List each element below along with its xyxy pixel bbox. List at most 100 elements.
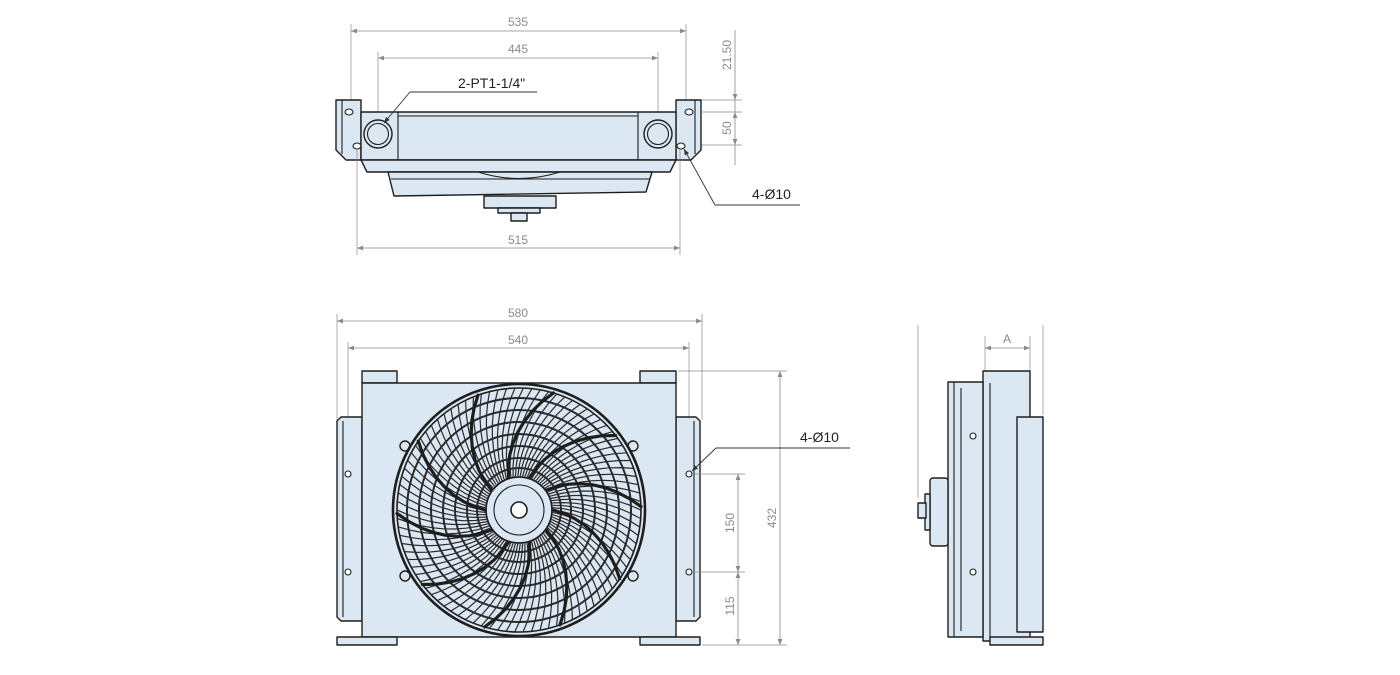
side-view: A: [917, 325, 1044, 646]
mounting-hole: [352, 142, 362, 150]
fan-blade: [483, 540, 532, 629]
fan-grill-ring: [406, 397, 632, 623]
bottom-foot-right: [639, 636, 701, 646]
dim-label-hole-to-base: 115: [723, 596, 737, 615]
fan-grill-wire: [443, 413, 491, 493]
fan-grill-wire: [551, 498, 641, 520]
dim-label-overall-height: 432: [765, 508, 779, 528]
fan-grill-ring: [418, 409, 620, 611]
fan-grill-wire: [552, 509, 635, 553]
fan-blade: [469, 393, 494, 492]
front-view: 580 540 432: [336, 306, 850, 646]
fan-hub-center: [510, 501, 528, 519]
fan-grill-wire: [552, 501, 641, 528]
side-hole: [969, 568, 977, 576]
inlet-port: [363, 119, 393, 149]
fan-blade: [420, 540, 511, 587]
side-hole: [969, 432, 977, 440]
dim-label-port-spacing: 445: [508, 42, 528, 56]
port-callout-leader: [383, 91, 411, 124]
fan-grill-wire: [491, 389, 503, 481]
mounting-hole: [344, 470, 352, 478]
fan-mount-tab: [399, 570, 411, 582]
fan-grill-wire: [539, 444, 623, 484]
fan-shroud: [387, 171, 653, 197]
fan-grill-wire: [531, 540, 542, 632]
fan-grill-wire: [450, 542, 512, 612]
fan-grill-wire: [528, 413, 595, 478]
bottom-foot-side: [989, 636, 1044, 646]
fan-grill-wire: [415, 536, 499, 576]
dim-label-height: 50: [720, 121, 734, 135]
dim-label-hole-spacing-x: 540: [508, 333, 528, 347]
fan-grill-wire: [397, 500, 487, 522]
fan-blade: [395, 511, 494, 538]
fan-grill-wire: [548, 525, 602, 601]
mounting-hole: [344, 568, 352, 576]
fan-grill-wire: [552, 507, 637, 545]
fan-mount-tab: [627, 570, 639, 582]
fan-grill-wire: [407, 533, 495, 561]
fan-motor: [483, 195, 557, 209]
fan-grill-wire: [425, 431, 488, 499]
fan-grill-wire: [522, 399, 573, 477]
fan-blade: [544, 528, 569, 627]
fan-grill-ring: [466, 457, 572, 563]
dim-label-hole-spacing-y: 150: [723, 513, 737, 533]
hole-callout-leader: [683, 148, 716, 206]
port-callout-label: 2-PT1-1/4": [458, 75, 525, 91]
fan-motor-side: [929, 477, 949, 547]
fan-grill-wire: [522, 541, 537, 633]
fan-grill-wire: [535, 539, 547, 631]
side-bracket-plate: [1016, 416, 1044, 633]
fan-blade: [544, 482, 643, 509]
hole-callout-label: 4-Ø10: [800, 429, 839, 445]
fan-grill-wire: [546, 473, 637, 491]
fan-grill-wire: [450, 408, 492, 491]
dim-label-overall-width: 580: [508, 306, 528, 320]
fan-grill-ring: [476, 467, 562, 553]
fan-grill-wire: [517, 393, 558, 477]
fan-grill-wire: [404, 531, 494, 554]
fan-grill-wire: [479, 393, 499, 484]
fan-grill-wire: [401, 475, 486, 513]
fan-grill-wire: [480, 543, 521, 627]
fan-grill-wire: [397, 492, 486, 519]
fan-grill-wire: [526, 408, 588, 478]
fan-blade: [551, 508, 622, 581]
dim-label-overall-width: 535: [508, 15, 528, 29]
fan-hub-ring: [493, 484, 545, 536]
fan-grill-wire: [501, 387, 516, 479]
fan-grill-wire: [514, 542, 533, 633]
fan-plate: [360, 159, 677, 173]
fan-blade: [527, 433, 618, 480]
fan-grill-wire: [551, 518, 619, 583]
outlet-port-bore: [646, 122, 670, 146]
fan-grill-wire: [472, 543, 519, 624]
hole-callout-leader: [691, 447, 717, 472]
top-tab-left: [361, 370, 398, 384]
right-side-bracket: [675, 416, 701, 622]
outlet-port: [643, 119, 673, 149]
fan-grill-wire: [550, 521, 613, 589]
mounting-hole: [685, 470, 693, 478]
fan-blade: [506, 391, 555, 480]
fan-grill-wire: [411, 534, 497, 568]
hole-callout-label: 4-Ø10: [752, 186, 791, 202]
fan-grill-wire: [547, 527, 595, 607]
top-view: 535 445 21.50 50: [335, 15, 800, 255]
fan-grill-wire: [465, 543, 516, 621]
dim-label-top-offset: 21.50: [720, 40, 734, 70]
fan-grill-wire: [552, 504, 639, 536]
fan-grill-wire: [537, 437, 618, 483]
fan-grill-ring: [430, 421, 608, 599]
fan-grill-wire: [457, 543, 514, 617]
fan-blade: [416, 439, 487, 512]
fan-grill-wire: [546, 529, 588, 612]
radiator-header: [360, 111, 677, 161]
mounting-hole: [344, 108, 354, 116]
fan-grill-wire: [537, 537, 553, 629]
fan-grill-wire: [543, 459, 631, 487]
fan-grill-wire: [443, 542, 510, 607]
